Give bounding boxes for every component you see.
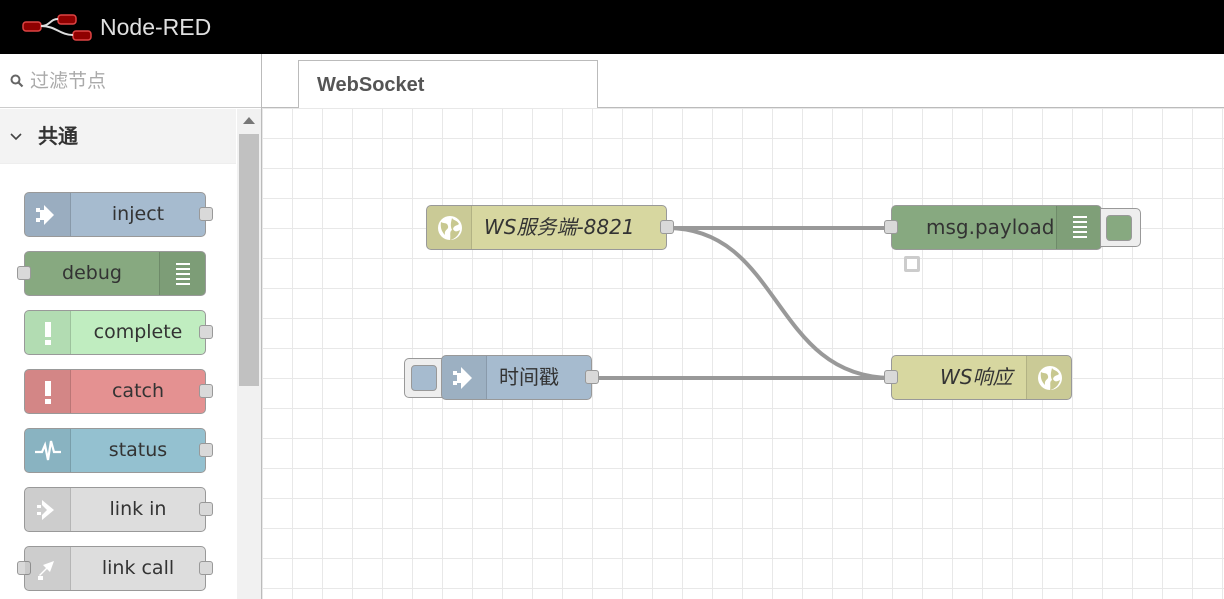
globe-icon: [1038, 366, 1062, 390]
app-title: Node-RED: [100, 14, 212, 40]
palette-node-label: debug: [62, 262, 122, 284]
wires-layer: [592, 226, 893, 380]
tab-label: WebSocket: [317, 74, 425, 96]
input-port[interactable]: [884, 370, 898, 384]
node-icon-area: [25, 429, 71, 472]
workspace-tabs: WebSocket: [262, 54, 1224, 109]
flow-node-ws-in[interactable]: WS服务端-8821: [426, 205, 674, 250]
node-icon-area: [442, 356, 487, 399]
category-label: 共通: [38, 124, 78, 148]
node-red-logo-icon: [22, 14, 92, 41]
palette-node-catch[interactable]: catch: [24, 369, 213, 414]
inject-button-indicator: [411, 365, 437, 391]
flow-workspace[interactable]: WS服务端-8821 msg.payload 时间戳: [262, 108, 1224, 599]
flow-node-label: WS服务端-8821: [484, 215, 635, 239]
palette-node-label: catch: [111, 380, 165, 402]
wire-ws-to-response[interactable]: [666, 226, 893, 380]
inject-button[interactable]: [404, 358, 446, 398]
palette-node-debug[interactable]: debug: [17, 251, 206, 296]
node-icon-area: [25, 488, 71, 531]
palette-node-complete[interactable]: complete: [24, 310, 213, 355]
scroll-thumb[interactable]: [239, 134, 259, 386]
node-palette: 共通 inject debug: [0, 54, 262, 599]
palette-node-label: status: [108, 439, 168, 461]
debug-list-icon: [176, 263, 190, 285]
output-port[interactable]: [199, 325, 213, 339]
palette-node-label: inject: [111, 203, 165, 225]
palette-node-inject[interactable]: inject: [24, 192, 213, 237]
search-icon: [10, 74, 24, 88]
debug-toggle-button[interactable]: [1100, 208, 1141, 247]
node-icon-area: [1026, 356, 1071, 399]
link-in-icon: [37, 500, 54, 520]
node-icon-area: [25, 547, 71, 590]
scroll-up-arrow-icon[interactable]: [243, 117, 255, 124]
flow-node-label: 时间戳: [499, 365, 559, 389]
node-icon-area: [427, 206, 472, 249]
flow-node-debug[interactable]: msg.payload: [884, 205, 1102, 250]
header-bar: Node-RED: [0, 0, 1224, 54]
debug-list-icon: [1073, 216, 1087, 238]
globe-icon: [438, 216, 462, 240]
palette-node-label: link call: [101, 557, 175, 579]
node-icon-area: [1056, 206, 1101, 249]
pulse-icon: [35, 440, 61, 461]
palette-scrollbar[interactable]: [237, 109, 261, 599]
palette-node-link-call[interactable]: link call: [17, 546, 213, 591]
flow-node-label: WS响应: [940, 365, 1013, 389]
node-icon-area: [25, 193, 71, 236]
node-icon-area: [25, 370, 71, 413]
node-icon-area: [25, 311, 71, 354]
input-port[interactable]: [17, 561, 31, 575]
flow-node-inject[interactable]: 时间戳: [441, 355, 599, 400]
input-port[interactable]: [884, 220, 898, 234]
arrow-in-icon: [453, 367, 472, 389]
debug-toggle-indicator: [1106, 215, 1132, 241]
node-icon-area: [159, 252, 205, 295]
output-port[interactable]: [199, 207, 213, 221]
palette-search-input[interactable]: [30, 66, 250, 96]
output-port[interactable]: [199, 384, 213, 398]
output-port[interactable]: [660, 220, 674, 234]
category-header-common[interactable]: 共通: [0, 109, 236, 164]
output-port[interactable]: [199, 502, 213, 516]
tab-websocket[interactable]: WebSocket: [298, 60, 598, 109]
palette-node-label: complete: [93, 321, 183, 343]
flow-node-label: msg.payload: [926, 215, 1055, 239]
exclamation-icon: [45, 322, 51, 345]
flow-node-ws-out[interactable]: WS响应: [884, 355, 1072, 400]
link-call-icon: [38, 561, 54, 580]
palette-node-link-in[interactable]: link in: [24, 487, 213, 532]
debug-status-indicator: [904, 256, 920, 272]
palette-node-label: link in: [109, 498, 167, 520]
output-port[interactable]: [199, 443, 213, 457]
output-port[interactable]: [585, 370, 599, 384]
palette-node-status[interactable]: status: [24, 428, 213, 473]
chevron-down-icon: [10, 133, 22, 141]
palette-search: [0, 54, 261, 108]
output-port[interactable]: [199, 561, 213, 575]
arrow-in-icon: [36, 205, 54, 225]
exclamation-icon: [45, 381, 51, 404]
input-port[interactable]: [17, 266, 31, 280]
